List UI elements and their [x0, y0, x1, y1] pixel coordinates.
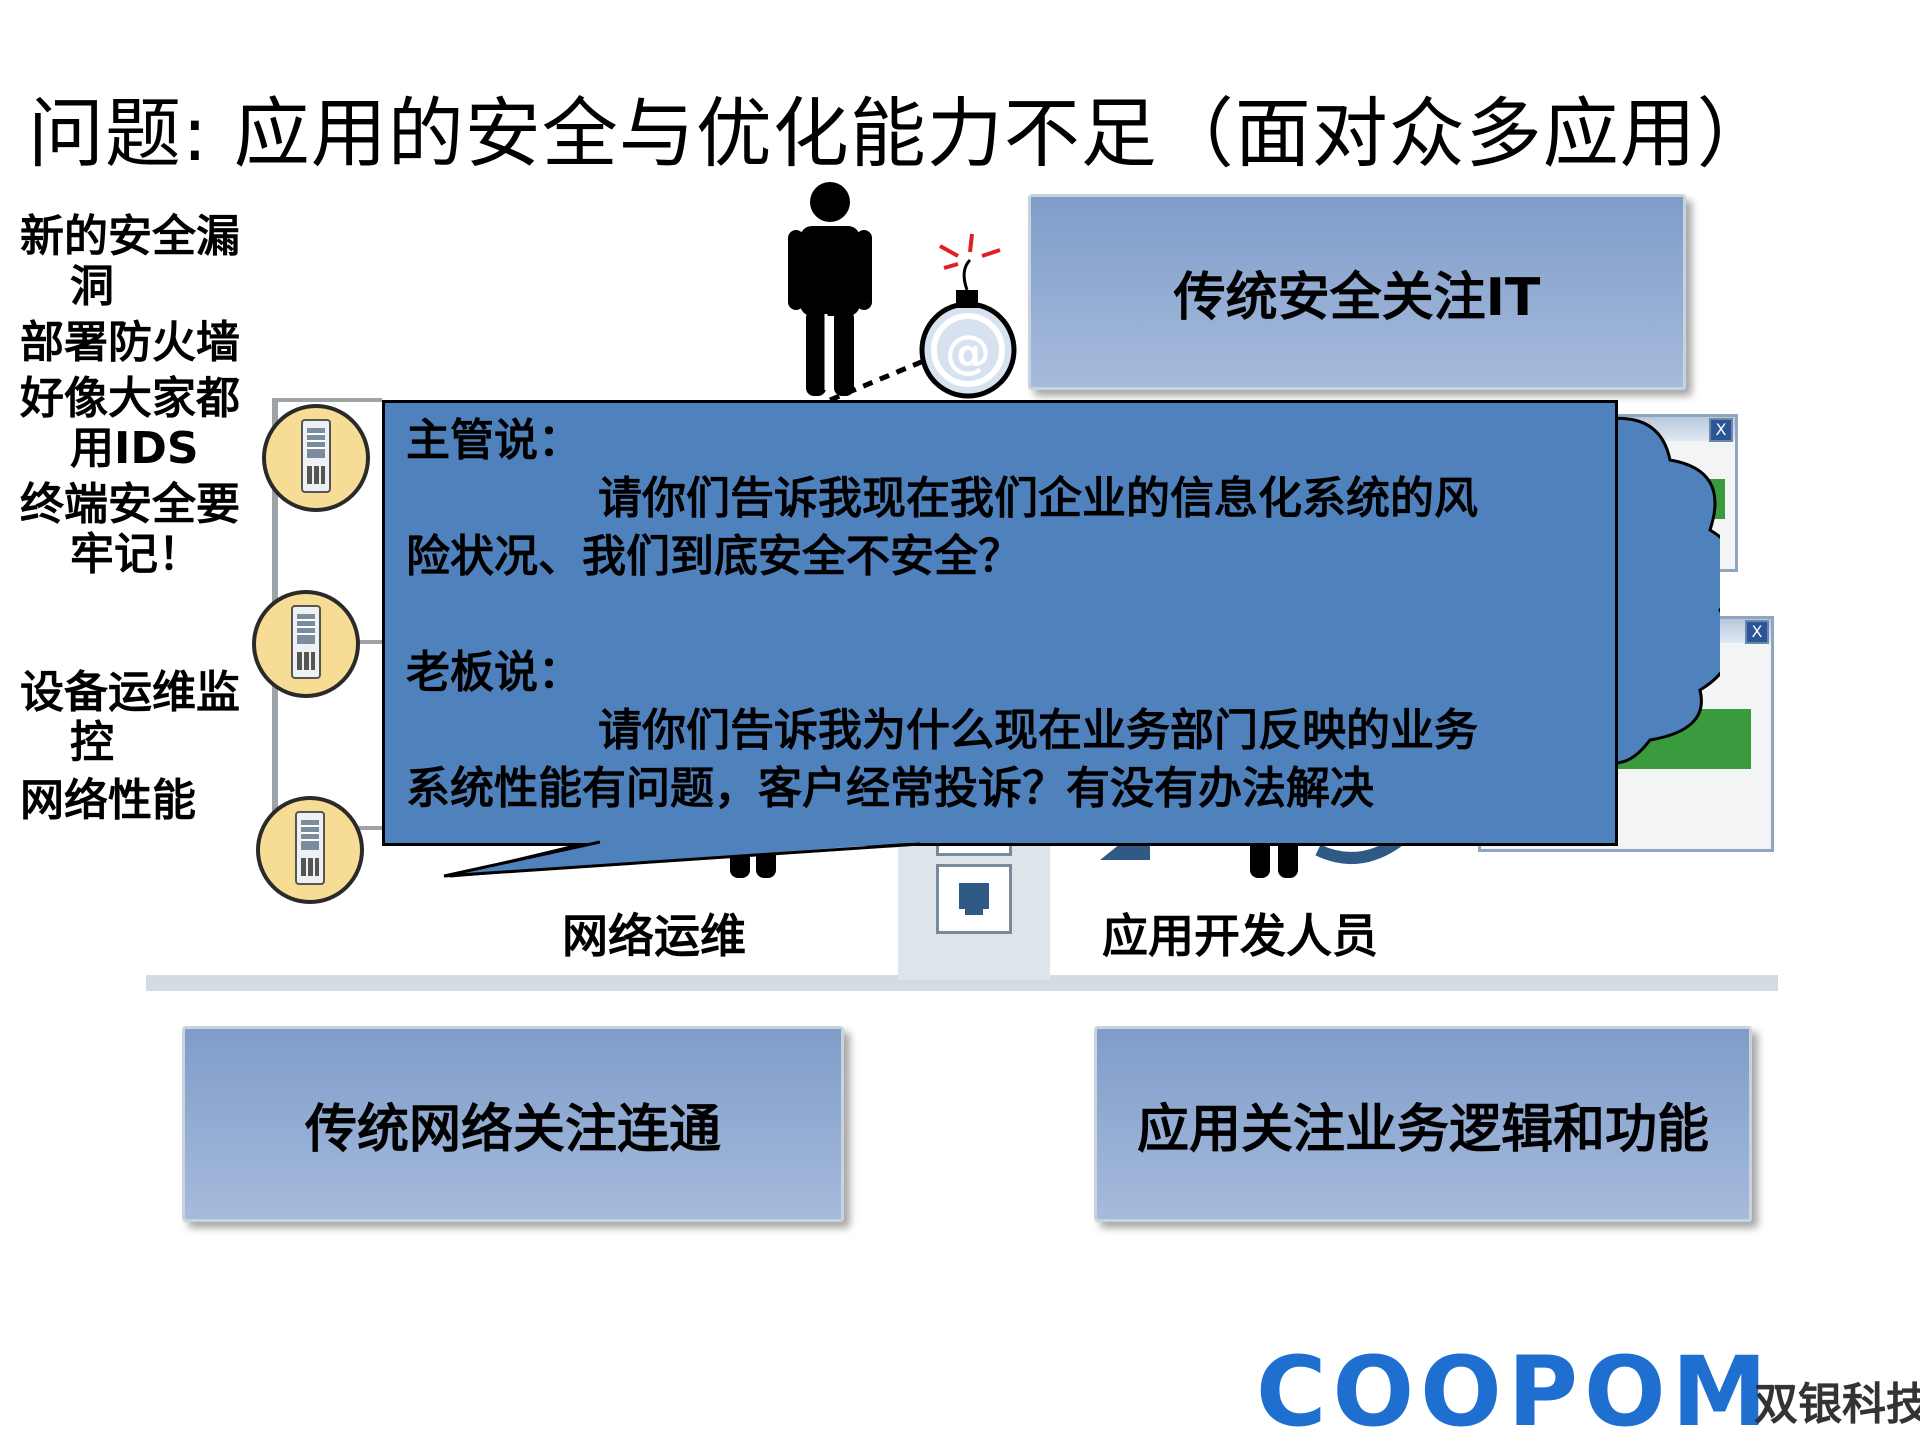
close-icon: X [1709, 418, 1733, 442]
ops-line: 控 [70, 717, 114, 768]
box-label: 传统安全关注IT [1173, 267, 1541, 328]
close-icon: X [1745, 620, 1769, 644]
speaker-label: 主管说： [406, 415, 582, 466]
connector-line [272, 398, 382, 402]
box-label: 传统网络关注连通 [304, 1099, 721, 1160]
issues-list: 新的安全漏 洞 部署防火墙 好像大家都 用IDS 终端安全要 牢记！ [20, 212, 250, 580]
person-icon [788, 182, 872, 396]
page-title: 问题: 应用的安全与优化能力不足（面对众多应用） [28, 89, 1774, 178]
app-dev-label: 应用开发人员 [1102, 909, 1378, 963]
company-logo: COOPOM [1256, 1336, 1774, 1448]
floor-line [146, 975, 1778, 991]
box-traditional-security: 传统安全关注IT [1028, 194, 1686, 390]
network-ops-label: 网络运维 [562, 909, 746, 963]
svg-text:@: @ [945, 325, 991, 379]
ops-line: 网络性能 [20, 775, 196, 826]
speaker-label: 老板说： [406, 647, 582, 698]
quote-line: 系统性能有问题，客户经常投诉？有没有办法解决 [406, 763, 1374, 814]
issue-line: 牢记！ [70, 529, 202, 580]
callout-text: 主管说： 请你们告诉我现在我们企业的信息化系统的风 险状况、我们到底安全不安全？… [406, 412, 1592, 818]
callout-pointer [440, 830, 920, 878]
quote-line: 请你们告诉我为什么现在业务部门反映的业务 [598, 705, 1478, 756]
issue-line: 终端安全要 [20, 479, 240, 530]
issue-line: 好像大家都 [20, 373, 240, 424]
box-traditional-network: 传统网络关注连通 [182, 1026, 844, 1222]
server-icon [256, 796, 364, 904]
server-icon [252, 590, 360, 698]
server-icon [262, 404, 370, 512]
quote-line: 请你们告诉我现在我们企业的信息化系统的风 [598, 473, 1478, 524]
company-name: 双银科技 [1754, 1379, 1920, 1430]
bomb-icon: @ [829, 233, 1017, 403]
issue-line: 洞 [70, 261, 114, 312]
issue-line: 部署防火墙 [20, 317, 240, 368]
callout-box [382, 400, 1618, 846]
quote-line: 险状况、我们到底安全不安全？ [406, 531, 1022, 582]
ops-list: 设备运维监 控 网络性能 [20, 668, 250, 826]
box-application-focus: 应用关注业务逻辑和功能 [1094, 1026, 1752, 1222]
box-label: 应用关注业务逻辑和功能 [1136, 1099, 1709, 1160]
network-socket-icon [936, 864, 1012, 934]
cloud-icon [1588, 416, 1720, 765]
ops-line: 设备运维监 [20, 667, 240, 718]
issue-line: 用IDS [70, 423, 199, 474]
issue-line: 新的安全漏 [20, 211, 240, 262]
